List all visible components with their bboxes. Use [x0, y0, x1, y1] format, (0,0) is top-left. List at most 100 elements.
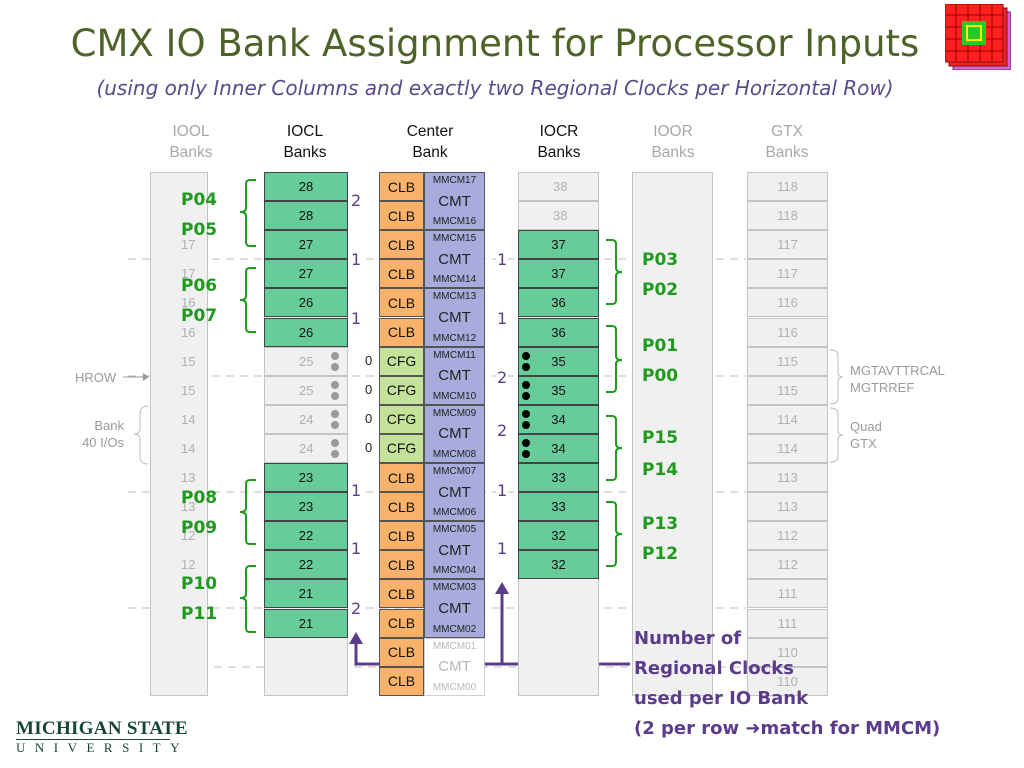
clock-count: 1 [496, 481, 509, 500]
gtx-bank-cell: 111 [747, 608, 828, 638]
iocl-bank-cell: 27 [264, 259, 348, 289]
iocr-bank-cell: 37 [518, 230, 599, 260]
gtx-bank-cell: 114 [747, 404, 828, 434]
clb-block: CLB [379, 492, 424, 522]
processor-label: P04 [181, 190, 218, 210]
gray-io-dot [331, 449, 339, 458]
fpga-chip-icon [945, 4, 1011, 70]
mmcm-label: MMCM14 [432, 274, 477, 286]
mmcm-label: MMCM02 [432, 623, 477, 635]
black-io-dot [522, 449, 530, 458]
gtx-bank-cell: 116 [747, 317, 828, 347]
processor-label: P00 [642, 366, 679, 386]
iocr-bank-cell: 32 [518, 521, 599, 551]
clb-block: CLB [379, 201, 424, 231]
iool-column [150, 172, 208, 696]
iocl-bank-cell: 26 [264, 288, 348, 318]
iocl-bank-cell: 28 [264, 201, 348, 231]
iocr-bank-cell: 34 [518, 404, 599, 434]
clb-block: CLB [379, 637, 424, 667]
gtx-bank-cell: 115 [747, 346, 828, 376]
gray-io-dot [331, 391, 339, 400]
cmt-label: CMT [438, 250, 471, 268]
clock-count: 1 [496, 309, 509, 328]
clock-count: 2 [496, 421, 509, 440]
cfg-clock-count: 0 [365, 410, 373, 426]
cmt-label: CMT [438, 367, 471, 385]
gtx-bank-cell: 113 [747, 463, 828, 493]
black-io-dot [522, 380, 530, 389]
processor-label: P05 [181, 220, 218, 240]
mmcm-label: MMCM11 [433, 349, 476, 361]
cmt-label: CMT [438, 658, 471, 676]
clock-count: 1 [350, 539, 363, 558]
cfg-block: CFG [379, 404, 424, 434]
gtx-bank-cell: 111 [747, 579, 828, 609]
iocl-bank-cell: 24 [264, 433, 348, 463]
processor-label: P09 [181, 518, 218, 538]
black-io-dot [522, 391, 530, 400]
gtx-bank-cell: 110 [747, 637, 828, 667]
clb-block: CLB [379, 463, 424, 493]
iocl-bank-cell: 26 [264, 317, 348, 347]
iocr-bank-cell: 32 [518, 550, 599, 580]
cmt-label: CMT [438, 599, 471, 617]
gtx-bank-cell: 112 [747, 521, 828, 551]
iool-bank-cell: 17 [181, 266, 196, 282]
mmcm-label: MMCM00 [432, 681, 477, 693]
iocl-bank-cell: 21 [264, 608, 348, 638]
gtx-bank-cell: 117 [747, 230, 828, 260]
iocl-bank-cell: 22 [264, 521, 348, 551]
cfg-clock-count: 0 [365, 439, 373, 455]
mmcm-label: MMCM08 [432, 448, 477, 460]
processor-label: P14 [642, 460, 679, 480]
iool-bank-cell: 14 [181, 440, 196, 456]
cfg-clock-count: 0 [365, 381, 373, 397]
iocr-bank-cell: 38 [518, 172, 599, 202]
clb-block: CLB [379, 608, 424, 638]
iool-bank-cell: 12 [181, 528, 196, 544]
gray-io-dot [331, 380, 339, 389]
msu-logo-name: MICHIGAN STATE [16, 718, 188, 739]
gtx-bank-cell: 113 [747, 492, 828, 522]
slide-subtitle: (using only Inner Columns and exactly tw… [96, 76, 894, 100]
msu-logo-divider [16, 739, 170, 740]
cfg-block: CFG [379, 375, 424, 405]
clock-count: 1 [350, 481, 363, 500]
mmcm-label: MMCM15 [432, 233, 477, 245]
mmcm-label: MMCM10 [432, 390, 477, 402]
clb-block: CLB [379, 288, 424, 318]
cfg-block: CFG [379, 433, 424, 463]
gray-io-dot [331, 351, 339, 360]
regional-clock-note: Number of Regional Clocks used per IO Ba… [634, 628, 941, 739]
cmt-label: CMT [438, 308, 471, 326]
mmcm-label: MMCM05 [432, 524, 477, 536]
mmcm-label: MMCM16 [432, 216, 477, 228]
black-io-dot [522, 438, 530, 447]
mmcm-label: MMCM13 [432, 291, 477, 303]
iool-bank-cell: 12 [181, 557, 196, 573]
gtx-bank-cell: 112 [747, 550, 828, 580]
iool-bank-cell: 15 [181, 382, 196, 398]
processor-label: P02 [642, 280, 679, 300]
clb-block: CLB [379, 579, 424, 609]
cmt-label: CMT [438, 192, 471, 210]
mmcm-label: MMCM17 [432, 175, 477, 186]
iool-bank-cell: 13 [181, 499, 196, 515]
black-io-dot [522, 362, 530, 371]
processor-label: P11 [181, 604, 218, 624]
processor-label: P07 [181, 306, 218, 326]
gtx-bank-cell: 110 [747, 666, 828, 696]
cmt-label: CMT [438, 541, 471, 559]
iocr-bank-cell: 37 [518, 259, 599, 289]
